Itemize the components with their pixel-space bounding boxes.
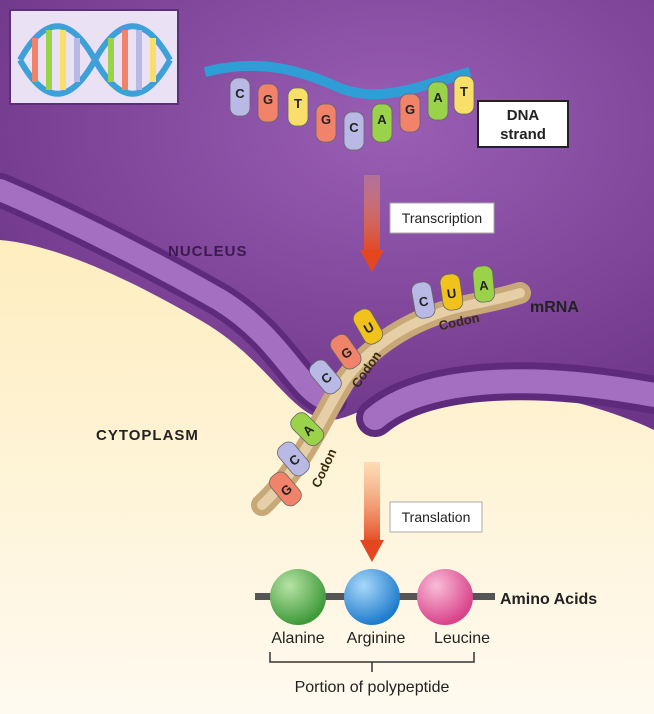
cytoplasm-label: CYTOPLASM	[96, 427, 199, 444]
dna-bases: C G T G C A G A T	[229, 75, 475, 151]
mrna-base: C	[411, 281, 436, 319]
transcription-label-box	[389, 202, 495, 234]
mrna-base: G	[329, 333, 362, 370]
membrane-inner-left	[0, 179, 341, 411]
mrna-base-letter: U	[446, 285, 457, 301]
amino-acid-alanine	[270, 569, 326, 625]
dna-base: C	[343, 111, 365, 151]
arginine-label: Arginine	[347, 630, 406, 647]
dna-base-letter: G	[263, 92, 273, 107]
mrna-base: G	[269, 471, 302, 507]
leucine-label: Leucine	[434, 630, 490, 647]
dna-base-letter: A	[433, 90, 443, 105]
dna-base: T	[453, 75, 475, 115]
dna-base: A	[427, 81, 449, 121]
mrna-base-letter: A	[478, 278, 489, 294]
mrna-label: mRNA	[530, 299, 579, 316]
translation-arrow-shaft	[364, 462, 380, 544]
dna-base-letter: T	[460, 84, 468, 99]
dna-helix-icon	[9, 9, 179, 105]
membrane-inner-right	[363, 369, 654, 430]
dna-base-letter: C	[235, 86, 245, 101]
amino-acid-arginine	[344, 569, 400, 625]
dna-backbone	[203, 60, 472, 100]
dna-base: T	[287, 87, 309, 127]
transcription-arrow-head	[360, 250, 384, 272]
transcription-label: Transcription	[402, 210, 482, 226]
dna-base-letter: G	[321, 112, 331, 127]
nucleus-label: NUCLEUS	[168, 243, 248, 260]
translation-label-box	[389, 501, 483, 533]
dna-base: G	[257, 83, 279, 123]
mrna-base: C	[309, 359, 342, 395]
polypeptide-bracket	[269, 652, 475, 672]
mrna-base: A	[290, 412, 325, 447]
dna-base-letter: T	[294, 96, 302, 111]
mrna-base: U	[352, 308, 384, 345]
dna-base-letter: A	[377, 112, 387, 127]
mrna-base: C	[277, 441, 310, 477]
dna-base: G	[399, 93, 421, 133]
dna-base: C	[229, 77, 251, 117]
translation-label: Translation	[402, 509, 471, 525]
dna-base-letter: G	[405, 102, 415, 117]
dna-base: G	[315, 103, 337, 143]
mrna-base-letter: C	[418, 293, 430, 310]
mrna-base: U	[439, 273, 464, 311]
dna-strand-label-line1: DNA	[507, 107, 540, 124]
dna-strand-label-line2: strand	[500, 126, 546, 143]
translation-arrow-head	[360, 540, 384, 562]
dna-base-letter: C	[349, 120, 359, 135]
mrna-base: A	[472, 265, 495, 303]
polypeptide-label: Portion of polypeptide	[295, 679, 450, 696]
dna-strand-label-box	[477, 100, 569, 148]
dna-base: A	[371, 103, 393, 143]
transcription-arrow-shaft	[364, 175, 380, 253]
amino-acid-leucine	[417, 569, 473, 625]
amino-acids-label: Amino Acids	[500, 591, 597, 608]
alanine-label: Alanine	[271, 630, 324, 647]
